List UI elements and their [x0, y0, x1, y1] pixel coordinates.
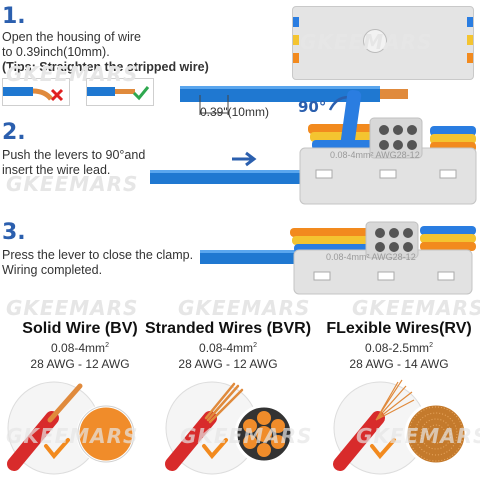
watermark-8: GKEEMARS	[180, 424, 313, 448]
stripped-wire-long	[180, 86, 408, 102]
step-1-tip: (Tips: Straighten the stripped wire)	[2, 60, 209, 74]
flexible-wire-illustration	[333, 379, 468, 475]
straight-wire-example	[86, 78, 154, 106]
lever-tab-blue-right	[467, 17, 473, 27]
wire-type-flexible-awg: 28 AWG - 14 AWG	[349, 357, 449, 371]
check-icon	[132, 86, 150, 101]
watermark-4: GKEEMARS	[6, 296, 139, 320]
watermark-1: GKEEMARS	[6, 62, 139, 86]
wire-type-solid-area: 0.08-4mm2	[0, 338, 160, 356]
connector-closed-illustration	[290, 221, 476, 295]
watermark-2: GKEEMARS	[300, 30, 433, 54]
watermark-9: GKEEMARS	[356, 424, 480, 448]
insert-arrow-icon	[232, 151, 257, 167]
wire-type-flexible-area-value: 0.08-2.5mm	[365, 341, 430, 355]
solid-wire-illustration	[7, 381, 136, 475]
step-2-wire	[150, 170, 300, 184]
watermark-6: GKEEMARS	[352, 296, 480, 320]
watermark-7: GKEEMARS	[6, 424, 139, 448]
connector-open-illustration	[299, 89, 477, 205]
wire-type-solid-area-value: 0.08-4mm	[51, 341, 106, 355]
wire-type-flexible-area-sup: 2	[429, 342, 433, 349]
step-2-text: Push the levers to 90°and insert the wir…	[2, 148, 242, 178]
wire-type-stranded-area-value: 0.08-4mm	[199, 341, 254, 355]
wire-type-stranded-awg: 28 AWG - 12 AWG	[178, 357, 278, 371]
lever-tab-yellow-right	[467, 35, 473, 45]
step-1-text: Open the housing of wire to 0.39inch(10m…	[2, 30, 262, 75]
lever-tab-orange-left	[293, 53, 299, 63]
step-1-number: 1.	[2, 4, 26, 29]
step-3-line-2: Wiring completed.	[2, 263, 103, 277]
wire-type-stranded-title: Stranded Wires (BVR)	[144, 320, 312, 337]
wire-type-stranded: Stranded Wires (BVR) 0.08-4mm2 28 AWG - …	[138, 320, 318, 372]
wire-type-stranded-area-sup: 2	[253, 342, 257, 349]
watermark-3: GKEEMARS	[6, 172, 139, 196]
step-3-wire	[200, 250, 300, 264]
step-1-line-1: Open the housing of wire	[2, 30, 141, 44]
step-3-text: Press the lever to close the clamp. Wiri…	[2, 248, 242, 278]
wire-type-solid: Solid Wire (BV) 0.08-4mm2 28 AWG - 12 AW…	[0, 320, 160, 372]
step-2-line-1: Push the levers to 90°and	[2, 148, 146, 162]
wire-type-solid-area-sup: 2	[105, 342, 109, 349]
measure-marks	[199, 95, 229, 115]
wire-type-solid-title: Solid Wire (BV)	[22, 320, 138, 337]
cross-icon	[50, 88, 64, 102]
connector-open: 0.08-4mm² AWG28-12	[299, 89, 477, 206]
bent-wire-example	[2, 78, 70, 106]
lever-tab-orange-right	[467, 53, 473, 63]
connector-top-view	[292, 6, 474, 80]
step-3-number: 3.	[2, 220, 26, 245]
step-2-number: 2.	[2, 120, 26, 145]
wire-type-flexible: FLexible Wires(RV) 0.08-2.5mm2 28 AWG - …	[318, 320, 480, 372]
step-1-line-2: to 0.39inch(10mm).	[2, 45, 110, 59]
watermark-5: GKEEMARS	[178, 296, 311, 320]
angle-label: 90°	[298, 98, 327, 116]
stranded-wire-illustration	[165, 381, 294, 475]
connector-rating-label-2: 0.08-4mm² AWG28-12	[330, 150, 420, 160]
bent-wire-illustration	[3, 87, 53, 101]
step-2-line-2: insert the wire lead.	[2, 163, 111, 177]
wire-type-flexible-title: FLexible Wires(RV)	[326, 320, 472, 337]
step-3-line-1: Press the lever to close the clamp.	[2, 248, 194, 262]
connector-rating-label-3: 0.08-4mm² AWG28-12	[326, 252, 416, 262]
lever-tab-yellow-left	[293, 35, 299, 45]
wire-type-solid-awg: 28 AWG - 12 AWG	[30, 357, 130, 371]
connector-screw-hole	[363, 29, 387, 53]
connector-closed: 0.08-4mm² AWG28-12	[290, 216, 476, 296]
wire-type-flexible-area: 0.08-2.5mm2	[318, 338, 480, 356]
lever-tab-blue-left	[293, 17, 299, 27]
wire-type-stranded-area: 0.08-4mm2	[138, 338, 318, 356]
measure-label: 0.39"(10mm)	[200, 105, 269, 119]
straight-wire-illustration	[87, 87, 135, 96]
